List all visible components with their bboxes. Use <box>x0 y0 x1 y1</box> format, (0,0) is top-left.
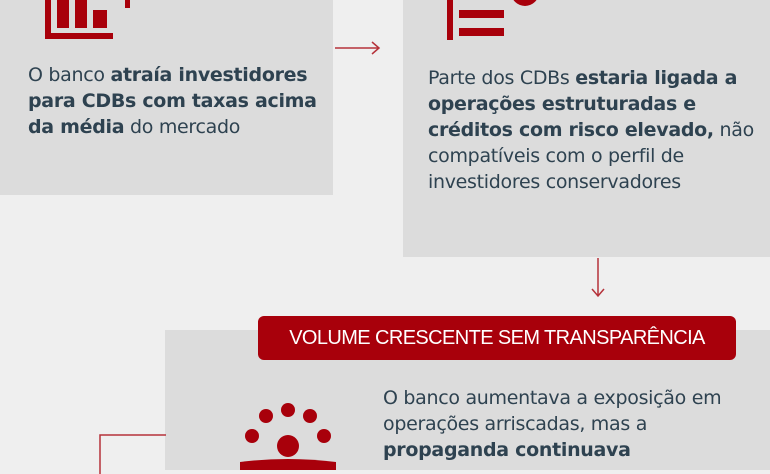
text-emphasis: propaganda continuava <box>383 439 631 461</box>
arrow-down-icon <box>591 258 605 298</box>
step-box-2 <box>403 0 770 257</box>
text-part: O banco aumentava a exposição em operaçõ… <box>383 387 722 435</box>
step-1-text: O banco atraía investidores para CDBs co… <box>28 62 328 140</box>
document-icon <box>447 0 537 40</box>
text-part: do mercado <box>124 116 241 138</box>
text-emphasis: estaria ligada a operações estruturadas … <box>428 67 738 141</box>
text-part: Parte dos CDBs <box>428 67 576 89</box>
step-2-text: Parte dos CDBs estaria ligada a operaçõe… <box>428 65 768 195</box>
bar-chart-icon <box>45 0 130 39</box>
connector-line <box>99 434 166 474</box>
step-3-text: O banco aumentava a exposição em operaçõ… <box>383 385 768 463</box>
arrow-right-icon <box>335 41 381 55</box>
text-emphasis: atraía investidores para CDBs com taxas … <box>28 64 317 138</box>
coins-bowl-icon <box>240 403 336 470</box>
text-part: não compatíveis com o perfil de investid… <box>428 119 754 193</box>
step-3-label: VOLUME CRESCENTE SEM TRANSPARÊNCIA <box>258 316 736 360</box>
text-part: O banco <box>28 64 111 86</box>
step-box-1 <box>0 0 333 195</box>
